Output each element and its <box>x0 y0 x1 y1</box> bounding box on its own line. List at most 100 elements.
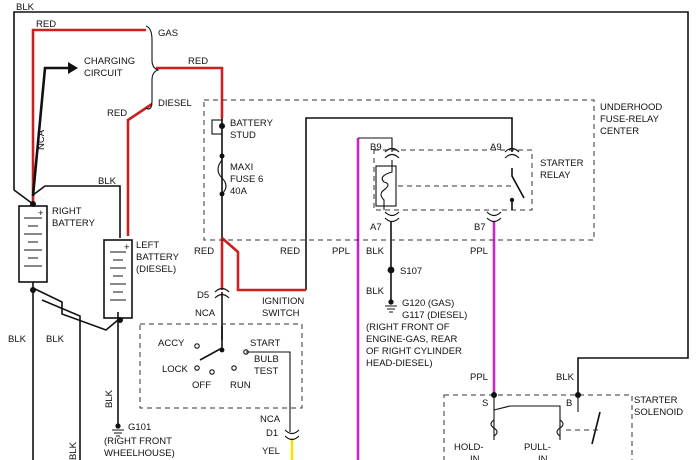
label-g101-3: WHEELHOUSE) <box>104 448 175 459</box>
label-charging-1: CHARGING <box>84 56 135 67</box>
wire-label-blk-bl3: BLK <box>68 441 79 460</box>
red-wiring <box>31 28 306 292</box>
label-battery-stud-1: BATTERY <box>230 118 274 129</box>
label-g120-3: (RIGHT FRONT OF <box>366 322 450 333</box>
label-hold-in: HOLD- <box>454 442 484 453</box>
label-hold-in-2: IN <box>470 454 480 460</box>
connector-b7: B7 <box>474 222 486 233</box>
label-fuse-center-3: CENTER <box>600 126 639 137</box>
label-g120-6: HEAD-DIESEL) <box>366 358 433 369</box>
red-diesel-wire <box>126 102 153 236</box>
underhood-fuse-center-box <box>203 99 595 241</box>
label-g120-5: OF RIGHT CYLINDER <box>366 346 462 357</box>
charging-arrow-wire <box>31 66 70 197</box>
label-sw-bulb-1: BULB <box>254 354 279 365</box>
label-diesel: DIESEL <box>158 98 192 109</box>
ppl-relay-coil-feed <box>358 137 393 152</box>
connector-sol-b: B <box>566 398 572 409</box>
wire-label-ppl-left: PPL <box>332 246 350 257</box>
label-ignition-1: IGNITION <box>262 296 304 307</box>
label-ignition-2: SWITCH <box>262 308 300 319</box>
wire-label-nca-d5: NCA <box>195 308 216 319</box>
label-starter-solenoid-1: STARTER <box>634 395 678 406</box>
blk-right-battery-to-left-battery <box>32 287 119 331</box>
connector-d1: D1 <box>266 428 278 439</box>
red-charging-wire <box>156 66 224 118</box>
wire-label-blk-left-battery: BLK <box>98 176 117 187</box>
maxi-fuse-icon <box>217 159 227 195</box>
wire-label-red-charging: RED <box>188 56 208 67</box>
label-battery-stud-2: STUD <box>230 130 256 141</box>
s107-splice-icon <box>387 266 395 274</box>
wire-label-ppl-b7: PPL <box>470 246 488 257</box>
label-g101-2: (RIGHT FRONT <box>104 436 172 447</box>
wire-label-red-switch: RED <box>280 246 300 257</box>
connector-s107: S107 <box>400 266 422 277</box>
charging-arrow-icon <box>68 62 78 74</box>
red-gas-wire <box>31 28 146 202</box>
wire-label-blk-a7: BLK <box>366 246 385 257</box>
label-left-battery-1: LEFT <box>136 240 159 251</box>
label-right-battery-2: BATTERY <box>52 218 96 229</box>
a9-connector <box>504 147 520 159</box>
label-sw-off: OFF <box>192 380 211 391</box>
connector-d5: D5 <box>197 290 209 301</box>
label-maxi-fuse-2: FUSE 6 <box>230 174 263 185</box>
relay-contact-icon <box>511 168 525 210</box>
blk-left-battery-branch <box>41 299 81 460</box>
wire-label-nca-d1: NCA <box>260 414 281 425</box>
starter-solenoid-box <box>443 394 633 460</box>
label-right-battery-1: RIGHT <box>52 206 82 217</box>
label-sw-run: RUN <box>230 380 251 391</box>
label-sw-bulb-2: TEST <box>254 366 278 377</box>
d5-connector <box>214 287 230 299</box>
blk-fuse-bus-to-a9 <box>305 117 513 290</box>
label-charging-2: CIRCUIT <box>84 68 123 79</box>
label-plus-left: + <box>124 242 130 253</box>
label-pull-in: PULL- <box>524 442 551 453</box>
label-left-battery-3: (DIESEL) <box>136 264 176 275</box>
b7-connector <box>486 211 502 223</box>
wire-label-ppl-solenoid: PPL <box>470 372 488 383</box>
red-fuse-to-bus <box>221 237 306 292</box>
ignition-switch-contacts <box>194 326 291 432</box>
d1-connector <box>284 429 300 441</box>
label-starter-solenoid-2: SOLENOID <box>634 407 683 418</box>
wire-label-blk-g101: BLK <box>104 389 115 408</box>
ignition-switch-box <box>139 323 303 409</box>
label-fuse-center-1: UNDERHOOD <box>600 102 662 113</box>
label-maxi-fuse-3: 40A <box>230 186 248 197</box>
label-starter-relay-2: RELAY <box>540 170 571 181</box>
blk-top-wire <box>13 11 689 395</box>
label-sw-start: START <box>250 338 280 349</box>
connector-sol-s: S <box>482 398 488 409</box>
label-gas: GAS <box>158 28 178 39</box>
connector-a7: A7 <box>370 222 382 233</box>
label-sw-accy: ACCY <box>158 338 185 349</box>
wire-label-blk-top: BLK <box>16 2 35 13</box>
wire-label-blk-solenoid: BLK <box>556 372 575 383</box>
wire-label-blk-bl2: BLK <box>46 334 65 345</box>
gas-diesel-brace <box>145 25 160 110</box>
b9-connector <box>384 147 400 159</box>
wire-label-red-diesel: RED <box>107 108 127 119</box>
wire-label-nca-left: NCA <box>36 129 47 150</box>
g120-ground-icon <box>385 299 397 313</box>
label-g120-2: G117 (DIESEL) <box>402 310 467 321</box>
g101-ground-icon <box>112 423 124 437</box>
label-g120-4: ENGINE-GAS, REAR <box>366 334 457 345</box>
wire-label-blk-bl1: BLK <box>8 334 27 345</box>
connector-b9: B9 <box>370 142 382 153</box>
label-g120-1: G120 (GAS) <box>402 298 454 309</box>
wire-label-red-fuse: RED <box>194 246 214 257</box>
starter-relay-box <box>373 149 533 211</box>
connector-a9: A9 <box>490 142 502 153</box>
label-fuse-center-2: FUSE-RELAY <box>600 114 660 125</box>
relay-coil-icon <box>375 160 397 210</box>
label-plus-right: + <box>38 208 44 219</box>
battery-stud-bracket <box>211 119 223 135</box>
black-wiring <box>13 11 689 460</box>
a7-connector <box>384 211 400 223</box>
label-left-battery-2: BATTERY <box>136 252 180 263</box>
